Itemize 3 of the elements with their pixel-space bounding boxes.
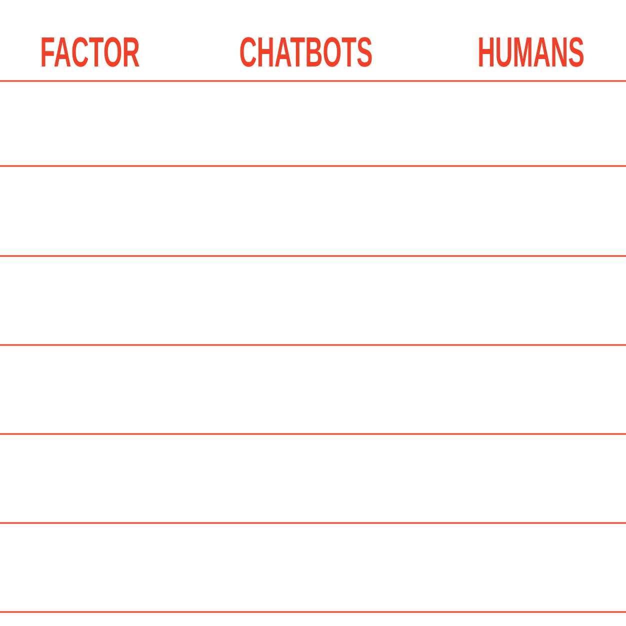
column-header: FACTOR <box>42 37 140 67</box>
column-header: CHATBOTS <box>240 37 372 67</box>
column-header: HUMANS <box>479 37 584 67</box>
